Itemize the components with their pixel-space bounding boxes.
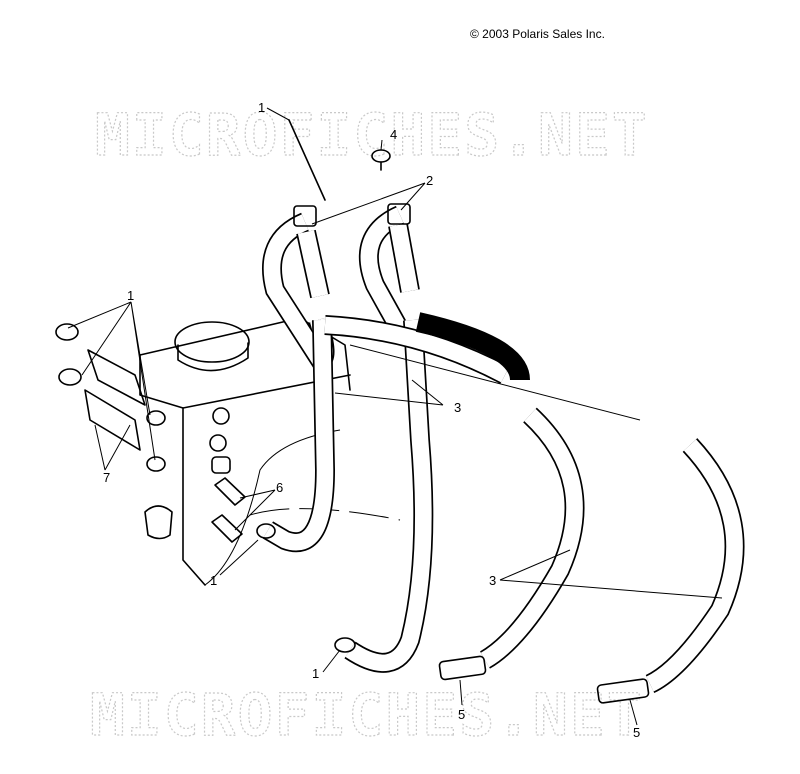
elbow-connectors xyxy=(293,203,411,227)
watermark-top: MICROFICHES.NET xyxy=(95,101,649,169)
callout-clip: 4 xyxy=(390,127,397,142)
cap xyxy=(144,505,173,540)
callout-connector-right: 5 xyxy=(633,725,640,740)
callouts: 1 4 2 1 3 7 6 1 3 1 5 5 xyxy=(103,100,640,740)
vent-hoses xyxy=(262,205,745,694)
callout-loose-clamps: 1 xyxy=(127,288,134,303)
callout-hose-upper: 3 xyxy=(454,400,461,415)
watermark-bottom: MICROFICHES.NET xyxy=(90,681,644,749)
hose-connectors xyxy=(438,655,650,704)
callout-connector-left: 5 xyxy=(458,707,465,722)
callout-elbow: 2 xyxy=(426,173,433,188)
leader-lines xyxy=(67,107,723,726)
copyright-notice: © 2003 Polaris Sales Inc. xyxy=(470,27,605,41)
hose-sections xyxy=(84,349,146,451)
callout-hose-lower: 3 xyxy=(489,573,496,588)
fuel-tank xyxy=(139,317,401,586)
callout-tank-clamp: 1 xyxy=(210,573,217,588)
callout-hose-sections: 7 xyxy=(103,470,110,485)
cable-tie xyxy=(288,119,326,201)
callout-fittings: 6 xyxy=(276,480,283,495)
loose-clamps xyxy=(55,323,166,472)
callout-cable-tie: 1 xyxy=(258,100,265,115)
callout-lower-clamp: 1 xyxy=(312,666,319,681)
